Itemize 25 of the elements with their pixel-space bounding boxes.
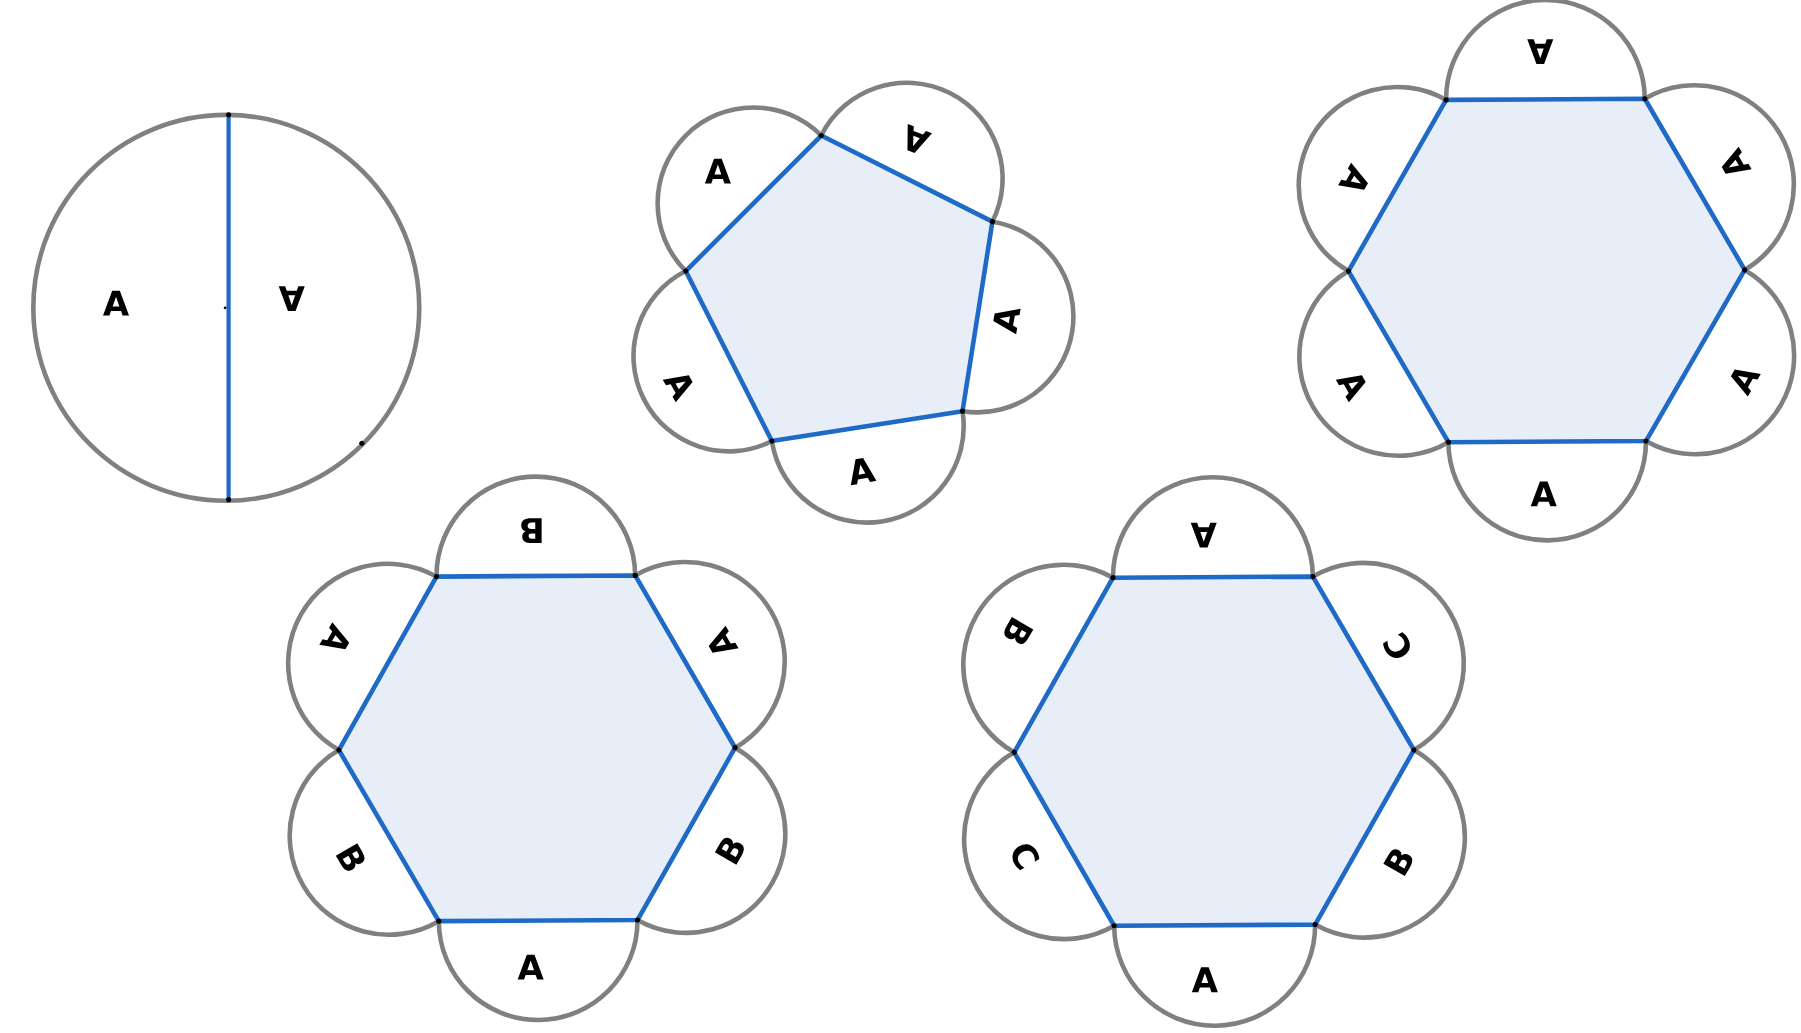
letter-label: A — [704, 158, 731, 184]
letter-label: A — [103, 290, 129, 316]
letter-label: A — [850, 458, 877, 486]
letter-label: A — [1190, 522, 1217, 548]
letter-label: B — [714, 837, 744, 865]
letter-label: C — [1383, 632, 1410, 658]
letter-label: A — [662, 375, 693, 403]
letter-label: A — [907, 123, 932, 154]
letter-label: A — [1338, 162, 1368, 190]
letter-label: B — [1383, 849, 1413, 877]
letter-label: A — [1530, 481, 1557, 507]
letter-label: A — [1527, 39, 1554, 65]
letter-label: A — [1721, 146, 1752, 174]
letter-label: A — [517, 954, 544, 980]
letter-label: A — [1335, 375, 1366, 403]
letter-label: B — [521, 518, 542, 543]
letter-label: A — [1191, 967, 1218, 993]
letter-label: A — [319, 622, 350, 650]
letter-label: A — [1730, 369, 1761, 397]
letter-label: A — [708, 625, 739, 653]
letter-label: B — [1004, 617, 1034, 644]
letter-label: B — [335, 843, 365, 871]
letter-label: C — [1012, 844, 1040, 871]
letter-label: A — [993, 308, 1021, 335]
letter-label: A — [278, 286, 305, 311]
